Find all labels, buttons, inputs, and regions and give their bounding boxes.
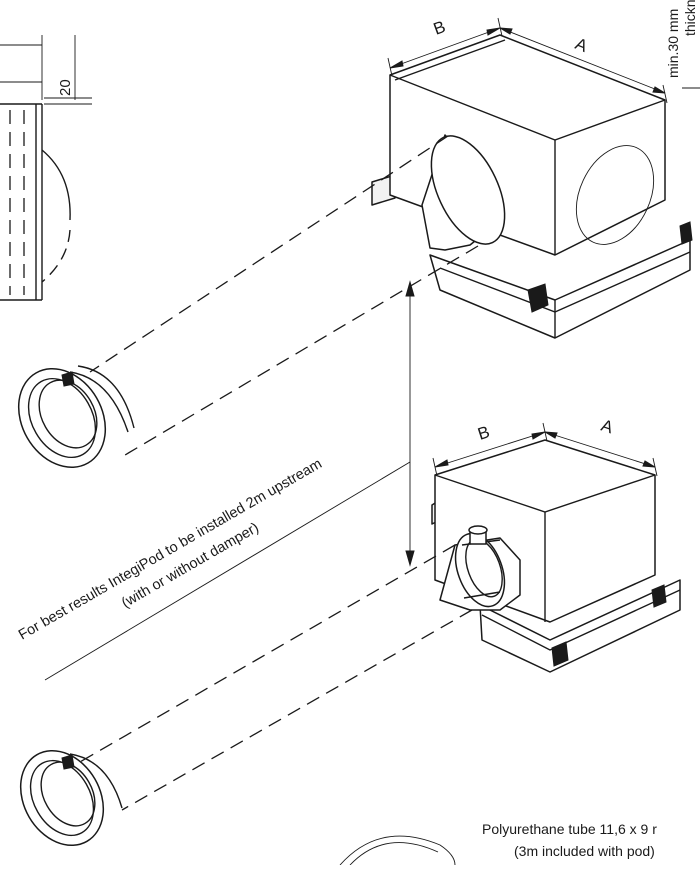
dim-a-label-bottom: A (599, 416, 616, 438)
upper-plenum-box: B A (371, 17, 693, 339)
dim-20-label: 20 (57, 79, 74, 96)
tube-coil (339, 835, 456, 866)
integipod-sensor (454, 525, 506, 608)
tube-note-line1: Polyurethane tube 11,6 x 9 r (482, 821, 657, 837)
side-view-detail: 20 (0, 35, 92, 301)
lower-flex-duct (19, 537, 521, 847)
insulation-note-line1: min.30 mm (665, 9, 681, 78)
tube-note-line2: (3m included with pod) (514, 843, 655, 859)
dim-a-label-top: A (573, 34, 591, 56)
upper-flex-duct (17, 134, 506, 469)
dim-b-label-top: B (431, 17, 448, 39)
install-note-line1: For best results IntegiPod to be install… (16, 456, 325, 644)
dim-b-label-bottom: B (475, 422, 492, 444)
vertical-distance-line (405, 280, 415, 567)
insulation-note-line2: thickn (682, 0, 698, 36)
note-leader-line (44, 461, 411, 681)
